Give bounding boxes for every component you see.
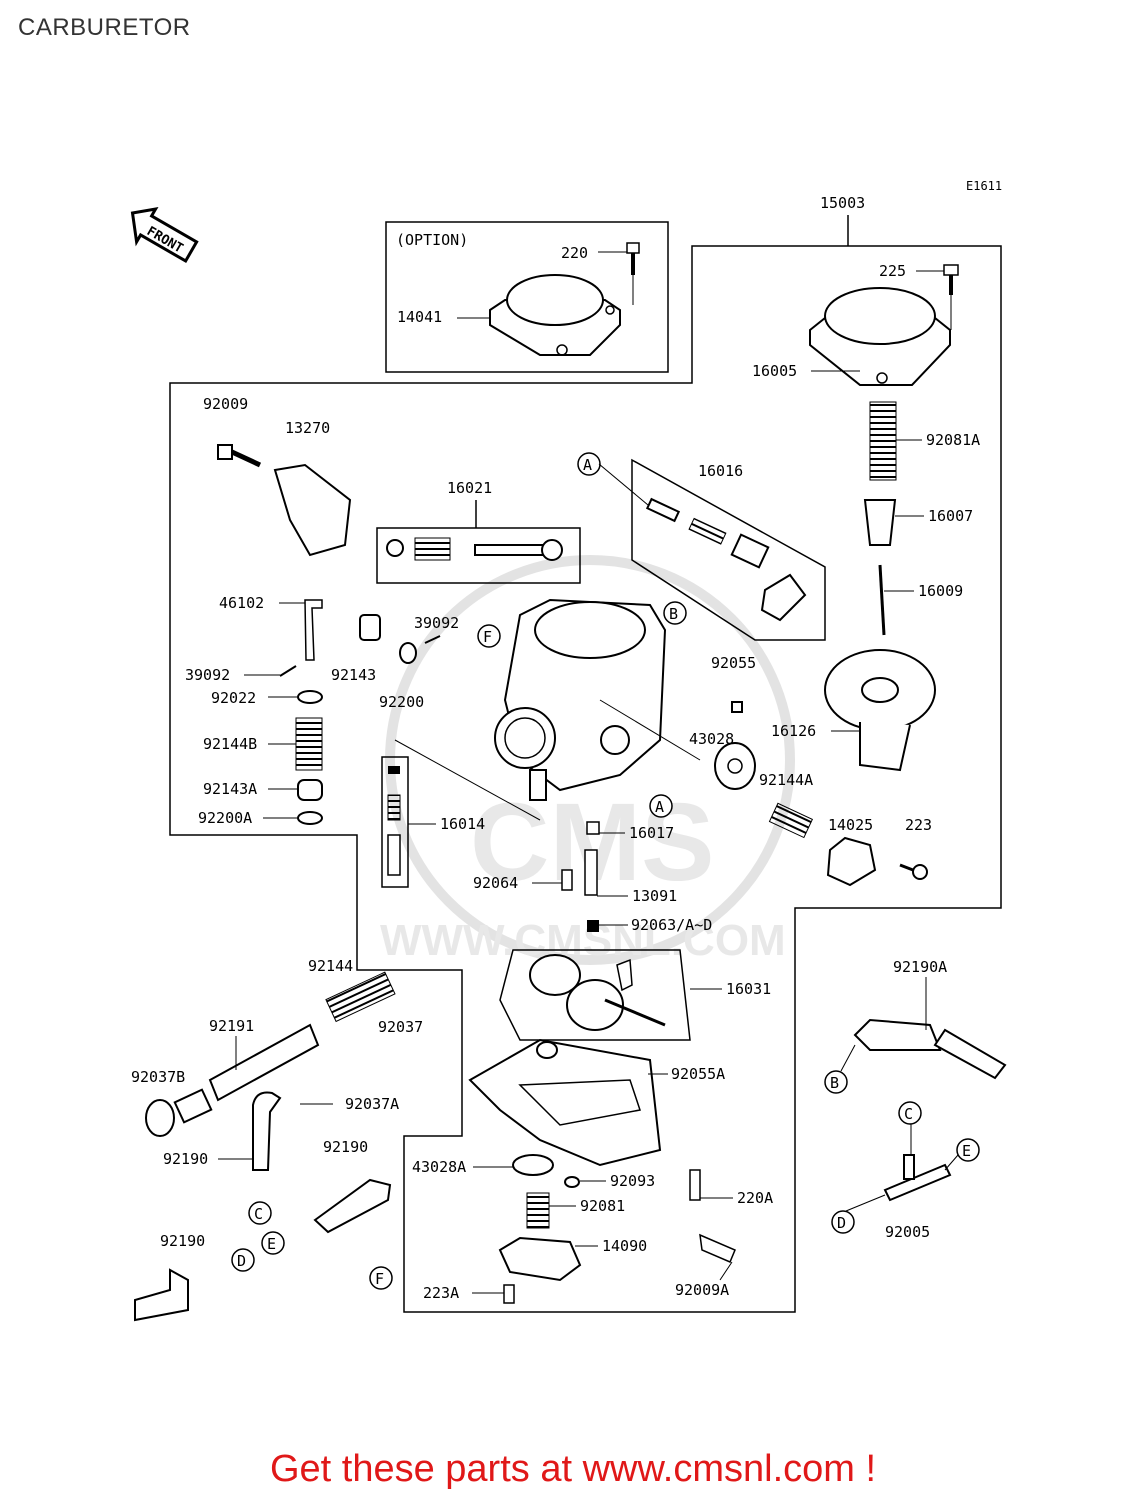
part-label: 92055A <box>671 1065 725 1083</box>
top-cover-16005 <box>809 264 959 386</box>
svg-text:D: D <box>837 1214 846 1232</box>
part-label: 92081 <box>580 1197 625 1215</box>
part-label: 16021 <box>447 479 492 497</box>
part-label: 16014 <box>440 815 485 833</box>
svg-text:F: F <box>375 1270 384 1288</box>
cover-14025 <box>826 836 877 887</box>
svg-text:C: C <box>904 1105 913 1123</box>
part-label: 39092 <box>185 666 230 684</box>
part-label: 43028 <box>689 730 734 748</box>
part-label: 92037 <box>378 1018 423 1036</box>
option-box: (OPTION) <box>385 221 669 373</box>
bracket-13270 <box>273 463 352 557</box>
part-label: 16009 <box>918 582 963 600</box>
part-label: 16031 <box>726 980 771 998</box>
part-label: 223 <box>905 816 932 834</box>
connector-markers: A A B B C C D D E E F F <box>231 452 980 1290</box>
part-label: 14041 <box>397 308 442 326</box>
svg-text:B: B <box>830 1074 839 1092</box>
part-label: 92143 <box>331 666 376 684</box>
part-label: 220A <box>737 1189 773 1207</box>
part-label: 14090 <box>602 1237 647 1255</box>
part-label: 92190 <box>163 1150 208 1168</box>
lever-46102 <box>304 599 323 661</box>
needle-16009 <box>878 564 886 636</box>
svg-text:E: E <box>962 1142 971 1160</box>
part-label: 223A <box>423 1284 459 1302</box>
part-label: 92009 <box>203 395 248 413</box>
t-joint-92005 <box>883 1163 952 1202</box>
part-label: 92063/A~D <box>631 916 712 934</box>
part-label: 92144A <box>759 771 813 789</box>
part-label: 92037B <box>131 1068 185 1086</box>
svg-text:F: F <box>483 628 492 646</box>
footer-cta-link[interactable]: Get these parts at www.cmsnl.com ! <box>269 1448 877 1490</box>
svg-text:E: E <box>267 1235 276 1253</box>
svg-text:C: C <box>254 1205 263 1223</box>
part-label: 92144 <box>308 957 353 975</box>
page-title: CARBURETOR <box>18 14 191 41</box>
part-label: 92081A <box>926 431 980 449</box>
part-label: 15003 <box>820 194 865 212</box>
part-label: 92093 <box>610 1172 655 1190</box>
svg-text:A: A <box>583 456 592 474</box>
svg-text:B: B <box>669 605 678 623</box>
diaphragm-43028 <box>714 742 756 790</box>
part-label: 92005 <box>885 1223 930 1241</box>
part-label: 14025 <box>828 816 873 834</box>
part-label: 92190 <box>323 1138 368 1156</box>
svg-text:A: A <box>655 798 664 816</box>
part-label: 92144B <box>203 735 257 753</box>
part-label: 92143A <box>203 780 257 798</box>
watermark-url: WWW.CMSNL.COM <box>380 916 786 965</box>
svg-text:D: D <box>237 1252 246 1270</box>
part-label: 92190 <box>160 1232 205 1250</box>
part-label: 92009A <box>675 1281 729 1299</box>
front-arrow-icon: FRONT <box>130 206 199 264</box>
part-label: 16007 <box>928 507 973 525</box>
part-label: 43028A <box>412 1158 466 1176</box>
part-label: 92191 <box>209 1017 254 1035</box>
vacuum-piston-16126 <box>824 649 936 772</box>
carburetor-body <box>494 598 701 801</box>
float-bowl <box>468 1038 662 1167</box>
part-label: 220 <box>561 244 588 262</box>
part-label: 92200A <box>198 809 252 827</box>
part-label: 92200 <box>379 693 424 711</box>
part-label: 92190A <box>893 958 947 976</box>
part-label: 13091 <box>632 887 677 905</box>
part-labels: 15003 225 16005 92081A 16007 16009 16126… <box>131 194 980 1302</box>
part-label: 16016 <box>698 462 743 480</box>
part-label: 92055 <box>711 654 756 672</box>
part-label: 46102 <box>219 594 264 612</box>
holder-16007 <box>863 499 897 546</box>
assembly-outline-15003 <box>169 245 1002 1313</box>
spring-92081A <box>869 401 897 481</box>
leader-lines <box>218 251 959 1294</box>
diagram-code: E1611 <box>966 179 1002 193</box>
part-label: 92037A <box>345 1095 399 1113</box>
part-label: 16005 <box>752 362 797 380</box>
option-label: (OPTION) <box>396 231 468 249</box>
part-label: 92064 <box>473 874 518 892</box>
part-label: 16126 <box>771 722 816 740</box>
part-label: 225 <box>879 262 906 280</box>
part-label: 16017 <box>629 824 674 842</box>
part-label: 39092 <box>414 614 459 632</box>
part-label: 13270 <box>285 419 330 437</box>
part-label: 92022 <box>211 689 256 707</box>
